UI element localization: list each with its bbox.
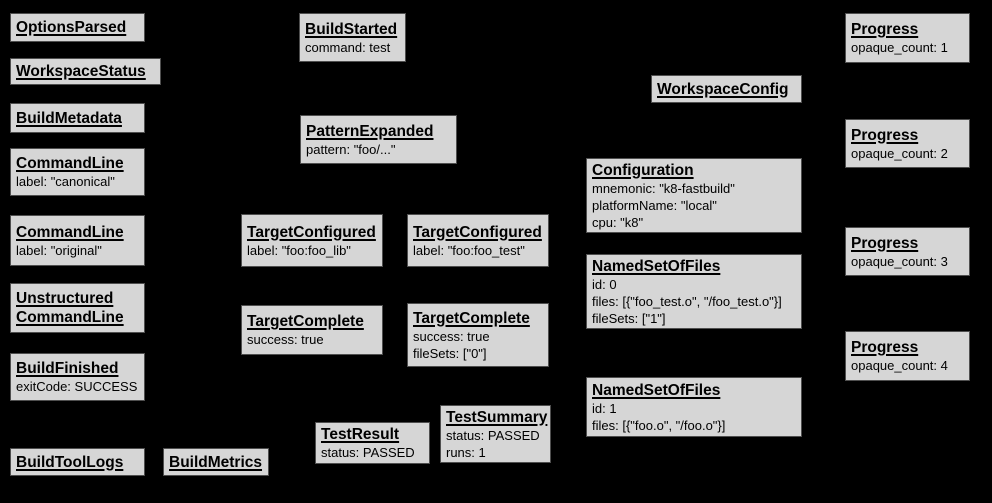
node-testresult-15: TestResult status: PASSED: [315, 422, 430, 464]
node-commandline-3: CommandLine label: "canonical": [10, 148, 145, 196]
node-title: CommandLine: [16, 155, 124, 172]
node-field: opaque_count: 3: [851, 253, 948, 269]
node-workspacestatus-1: WorkspaceStatus: [10, 58, 161, 85]
node-title: WorkspaceStatus: [16, 63, 146, 80]
node-configuration-18: Configuration mnemonic: "k8-fastbuild"pl…: [586, 158, 802, 233]
node-progress-24: Progress opaque_count: 4: [845, 331, 970, 381]
node-field: command: test: [305, 39, 391, 55]
node-title: BuildStarted: [305, 20, 398, 38]
node-title: TargetConfigured: [413, 223, 542, 241]
node-commandline-4: CommandLine label: "original": [10, 215, 145, 266]
node-field: opaque_count: 1: [851, 40, 948, 55]
node-field: status: PASSED: [321, 445, 415, 460]
node-title: BuildToolLogs: [16, 453, 124, 471]
node-title: TestSummary: [446, 408, 548, 426]
node-title: BuildMetadata: [16, 109, 122, 127]
node-unstructured-commandline-5: Unstructured CommandLine: [10, 283, 145, 333]
node-progress-21: Progress opaque_count: 1: [845, 13, 970, 63]
node-title: Progress: [851, 21, 919, 38]
node-title: TestResult: [321, 426, 400, 443]
node-field: files: [{"foo.o", "/foo.o"}]: [592, 417, 726, 433]
node-field: runs: 1: [446, 444, 486, 460]
node-buildtoollogs-7: BuildToolLogs: [10, 448, 145, 476]
node-progress-22: Progress opaque_count: 2: [845, 119, 970, 168]
node-field: fileSets: ["0"]: [413, 345, 487, 361]
node-title: NamedSetOfFiles: [592, 381, 721, 399]
node-field: success: true: [413, 328, 490, 344]
node-buildstarted-9: BuildStarted command: test: [299, 13, 406, 62]
node-field: files: [{"foo_test.o", "/foo_test.o"}]: [592, 293, 782, 309]
node-field: label: "original": [16, 242, 102, 258]
node-field: fileSets: ["1"]: [592, 310, 666, 326]
node-title: TargetComplete: [247, 313, 364, 330]
node-field: id: 0: [592, 276, 617, 292]
node-field: success: true: [247, 332, 324, 347]
node-title: OptionsParsed: [16, 19, 127, 36]
node-title: PatternExpanded: [306, 122, 434, 140]
node-field: label: "foo:foo_lib": [247, 242, 351, 258]
node-field: label: "canonical": [16, 174, 115, 189]
node-targetconfigured-11: TargetConfigured label: "foo:foo_lib": [241, 214, 383, 267]
node-title: Progress: [851, 339, 919, 356]
node-buildmetrics-8: BuildMetrics: [163, 448, 269, 476]
node-title: NamedSetOfFiles: [592, 257, 721, 275]
node-field: label: "foo:foo_test": [413, 242, 525, 258]
node-title: BuildMetrics: [169, 453, 263, 471]
node-workspaceconfig-17: WorkspaceConfig: [651, 75, 802, 103]
node-progress-23: Progress opaque_count: 3: [845, 227, 970, 276]
node-title: CommandLine: [16, 223, 124, 241]
node-title: TargetComplete: [413, 309, 530, 327]
node-optionsparsed-0: OptionsParsed: [10, 13, 145, 42]
node-targetcomplete-13: TargetComplete success: true: [241, 305, 383, 355]
node-patternexpanded-10: PatternExpanded pattern: "foo/...": [300, 115, 457, 164]
node-field: mnemonic: "k8-fastbuild": [592, 180, 735, 196]
node-field: opaque_count: 4: [851, 358, 948, 373]
node-field: opaque_count: 2: [851, 145, 948, 161]
node-field: platformName: "local": [592, 197, 717, 213]
node-title: Unstructured CommandLine: [16, 290, 124, 326]
node-title: WorkspaceConfig: [657, 80, 789, 98]
node-buildmetadata-2: BuildMetadata: [10, 103, 145, 133]
node-field: status: PASSED: [446, 427, 540, 443]
node-title: Configuration: [592, 161, 694, 179]
node-buildfinished-6: BuildFinished exitCode: SUCCESS: [10, 353, 145, 401]
node-title: TargetConfigured: [247, 223, 376, 241]
node-title: Progress: [851, 126, 919, 144]
node-field: cpu: "k8": [592, 214, 644, 230]
node-title: BuildFinished: [16, 360, 119, 377]
node-field: exitCode: SUCCESS: [16, 379, 138, 394]
node-field: pattern: "foo/...": [306, 141, 396, 157]
node-targetconfigured-12: TargetConfigured label: "foo:foo_test": [407, 214, 549, 267]
node-title: Progress: [851, 234, 919, 252]
node-field: id: 1: [592, 400, 617, 416]
